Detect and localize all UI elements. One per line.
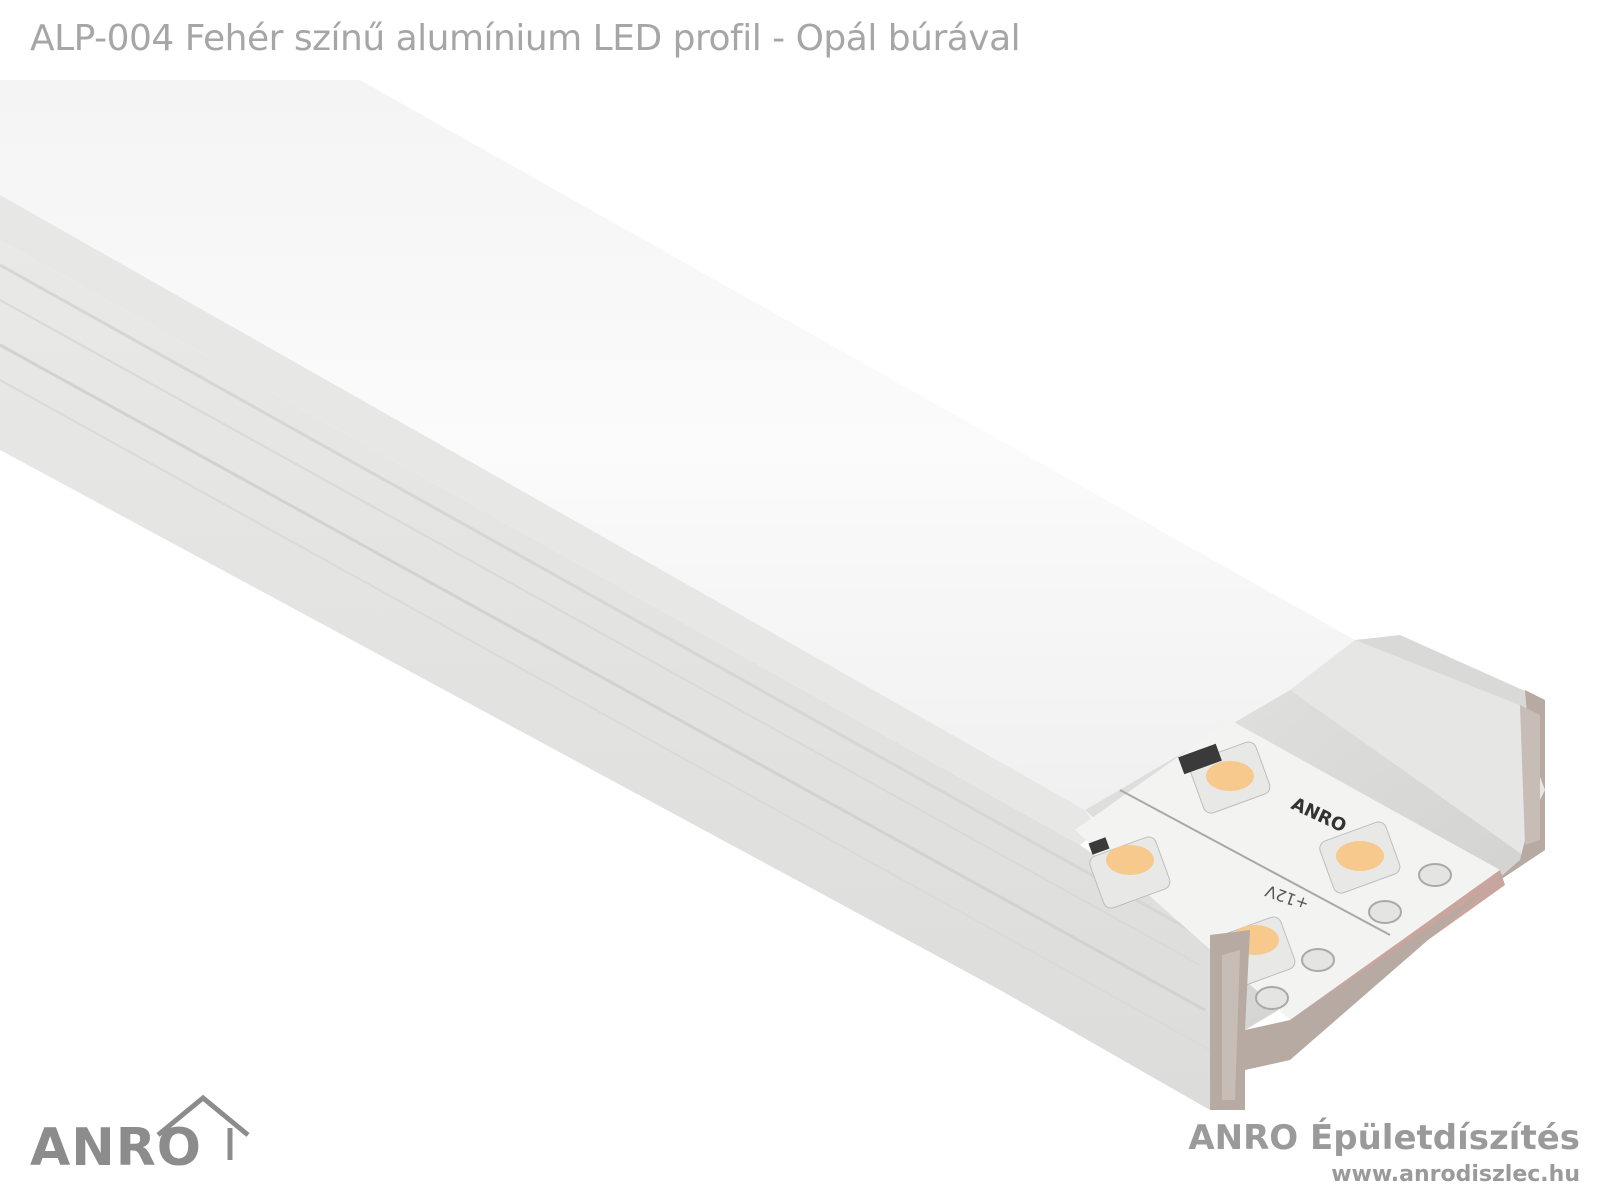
diffuser-edge (0, 195, 1100, 845)
company-name: ANRO Épületdíszítés (1188, 1118, 1580, 1158)
product-title: ALP-004 Fehér színű alumínium LED profil… (30, 18, 1021, 59)
led-strip-pcb (1075, 720, 1500, 1020)
brand-logo-text: ANRO (30, 1118, 203, 1178)
profile-side-wall (0, 240, 1210, 1110)
company-info: ANRO Épületdíszítés www.anrodiszlec.hu (1188, 1118, 1580, 1187)
company-website: www.anrodiszlec.hu (1331, 1162, 1580, 1187)
solder-pad (1255, 863, 1452, 1010)
opal-diffuser (0, 80, 1355, 810)
house-roof-icon (156, 1094, 250, 1160)
led-chip (1319, 821, 1401, 894)
profile-cut-face (1210, 690, 1545, 1110)
brand-logo: ANRO (30, 1090, 250, 1180)
led-chip (1089, 836, 1171, 909)
profile-back-wall (1290, 640, 1545, 860)
